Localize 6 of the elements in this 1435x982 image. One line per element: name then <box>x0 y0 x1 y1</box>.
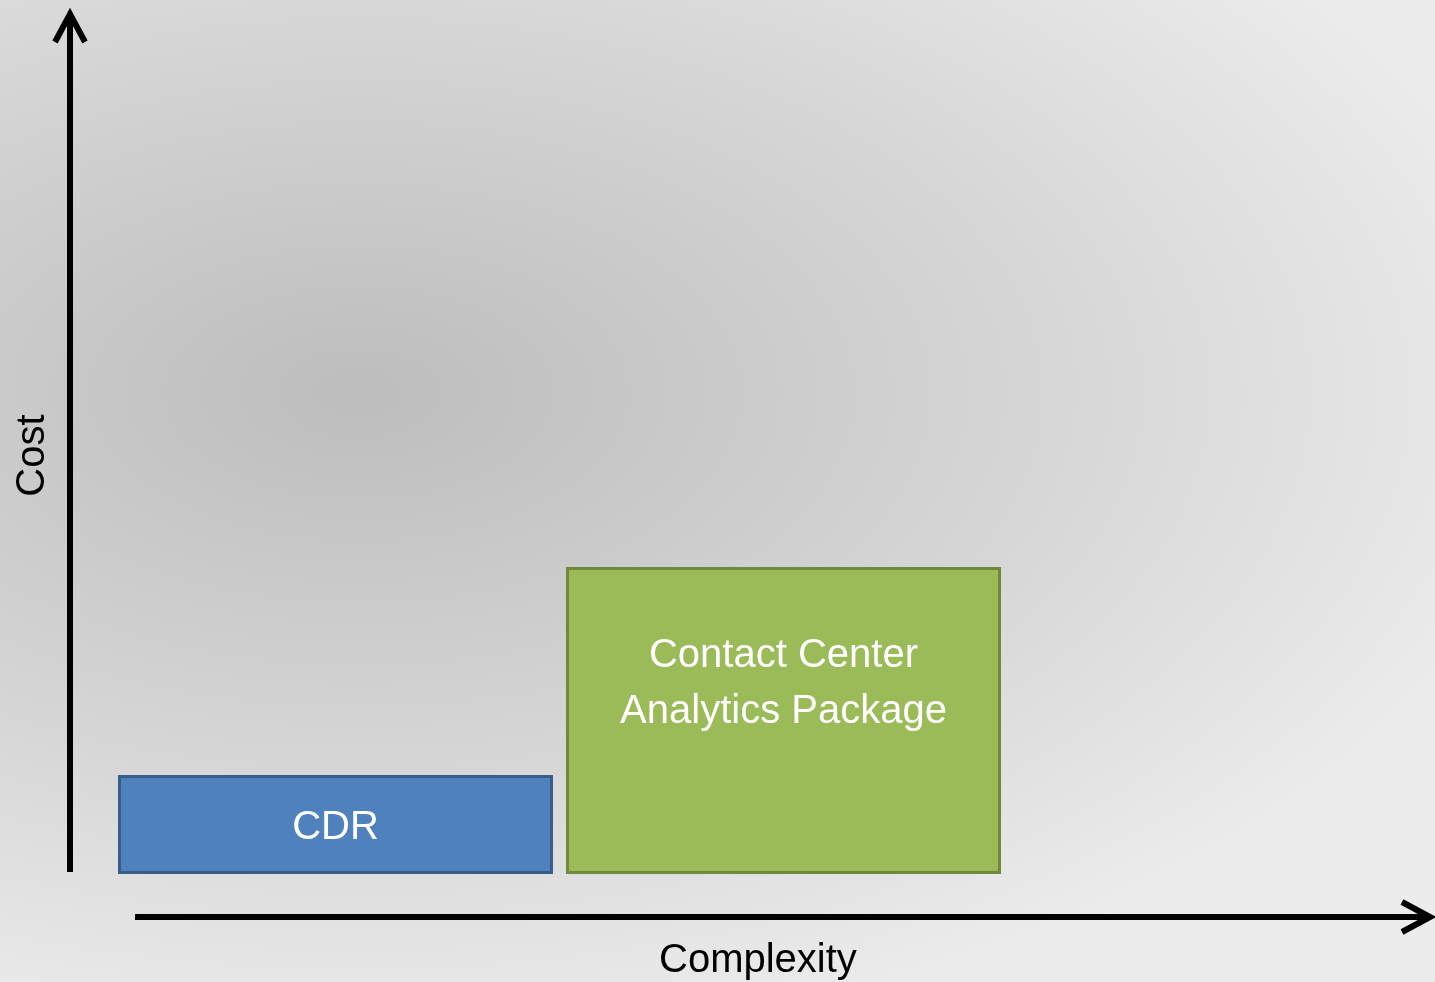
box-label: Contact Center Analytics Package <box>619 629 948 733</box>
axis-title: Complexity <box>659 935 857 981</box>
axis-title: Cost <box>7 413 53 497</box>
category-box <box>118 775 553 874</box>
box-label: CDR <box>292 801 379 849</box>
category-box <box>566 567 1001 874</box>
